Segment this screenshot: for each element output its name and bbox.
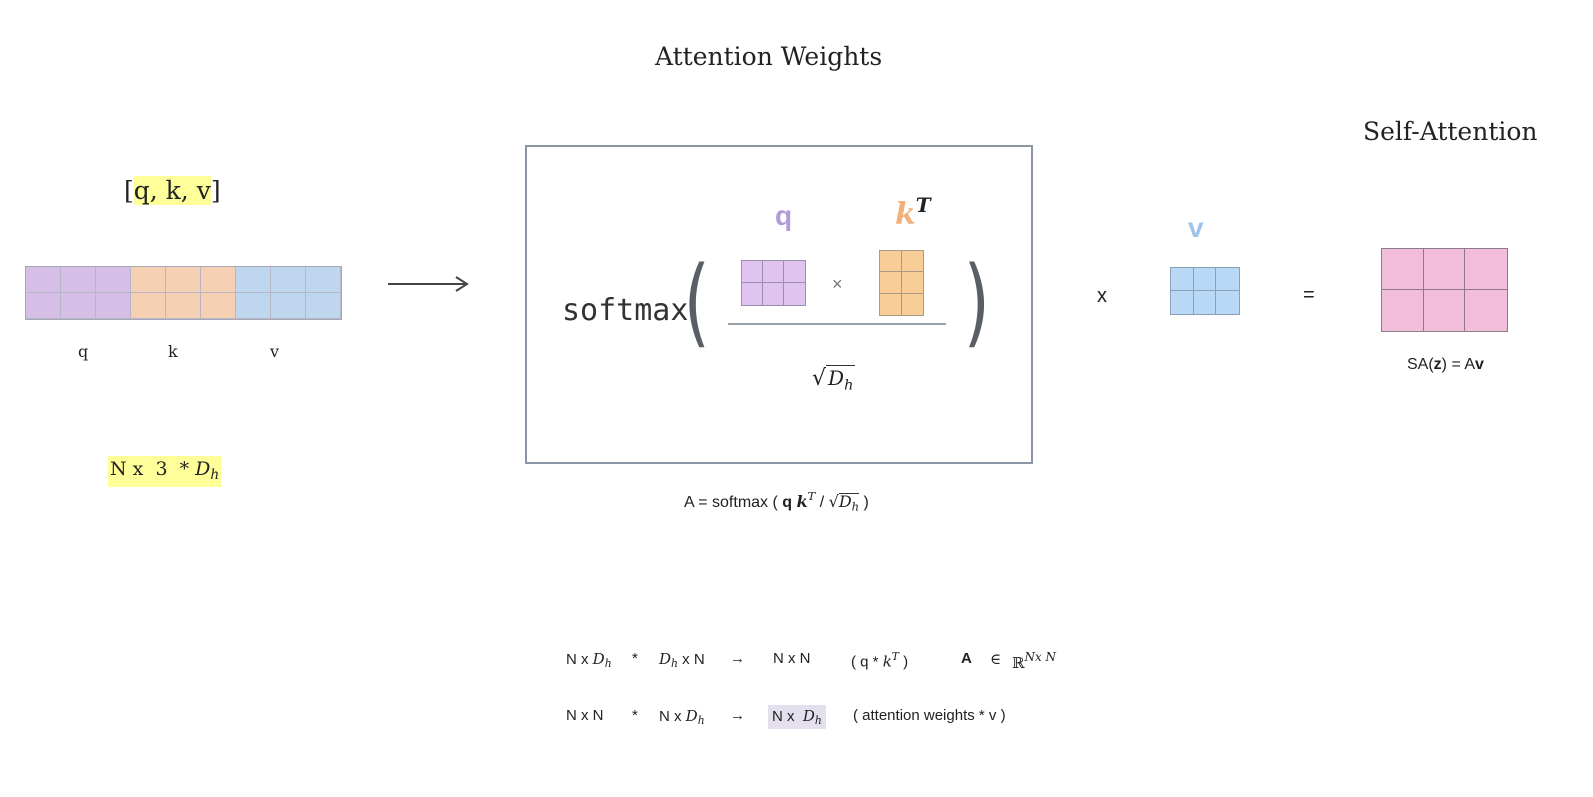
eq1-A: A (961, 650, 972, 667)
v-cell (271, 293, 306, 319)
paren-close: ) (963, 246, 990, 358)
eq2-op: * (632, 707, 638, 724)
k-cell (166, 293, 201, 319)
v-cell (306, 267, 341, 293)
self-attention-title: Self-Attention (1363, 117, 1538, 146)
eq2-arrow: → (730, 707, 745, 724)
q-label: q (775, 200, 793, 231)
q-cell (61, 267, 96, 293)
qkv-label: [q, k, v] (124, 176, 221, 205)
eq1-note: ( q * kT ) (851, 650, 909, 671)
sa-matrix (1381, 248, 1508, 332)
k-cell (166, 267, 201, 293)
q-cell (96, 267, 131, 293)
eq2-lhs1: N x N (566, 707, 604, 724)
softmax-word: softmax (562, 293, 689, 328)
eq1-in: ∈ (990, 650, 1002, 668)
eq1-lhs1: N x Dh (566, 650, 612, 671)
q-cell (26, 293, 61, 319)
v-label: v (1188, 212, 1204, 243)
k-cell (131, 293, 166, 319)
q-cell (96, 293, 131, 319)
fraction-line (728, 323, 946, 325)
qkv-shape-label: N x 3 * Dh (108, 456, 222, 488)
v-cell (306, 293, 341, 319)
times-sign: × (832, 274, 843, 294)
q-matrix (741, 260, 806, 306)
softmax-box (525, 145, 1033, 464)
diagram-title: Attention Weights (655, 42, 883, 71)
qkv-text: q, k, v (133, 176, 211, 205)
k-column-label: k (168, 342, 178, 361)
eq1-R: ℝNx N (1012, 650, 1057, 673)
v-cell (236, 293, 271, 319)
k-cell (201, 293, 236, 319)
multiply-operator: x (1097, 285, 1107, 307)
equation-row-1: N x Dh * Dh x N → N x N ( q * kT ) A ∈ ℝ… (566, 650, 1086, 674)
eq2-result: N x Dh (768, 705, 826, 730)
v-column-label: v (270, 342, 280, 361)
k-cell (131, 267, 166, 293)
v-cell (271, 267, 306, 293)
q-cell (61, 293, 96, 319)
kt-matrix (879, 250, 924, 316)
v-cell (236, 267, 271, 293)
eq2-lhs2: N x Dh (659, 707, 705, 728)
sa-formula: SA(z) = Av (1407, 356, 1484, 373)
kt-label: kT (895, 193, 931, 232)
eq1-op: * (632, 650, 638, 667)
k-cell (201, 267, 236, 293)
equals-operator: = (1303, 284, 1315, 306)
eq1-arrow: → (730, 650, 745, 667)
attention-formula: A = softmax ( q kT / √Dh ) (684, 489, 869, 514)
q-cell (26, 267, 61, 293)
right-arrow-icon (388, 276, 469, 292)
bracket-open: [ (124, 176, 134, 205)
bracket-close: ] (210, 176, 221, 205)
v-matrix (1170, 267, 1240, 315)
qkv-matrix (25, 266, 342, 320)
equation-row-2: N x N * N x Dh → N x Dh ( attention weig… (566, 705, 1086, 731)
q-column-label: q (78, 342, 89, 361)
paren-open: ( (683, 246, 710, 358)
eq2-note: ( attention weights * v ) (853, 707, 1006, 724)
eq1-lhs2: Dh x N (659, 650, 705, 671)
sqrt-dh: √Dh (812, 365, 856, 394)
eq1-result: N x N (773, 650, 811, 667)
